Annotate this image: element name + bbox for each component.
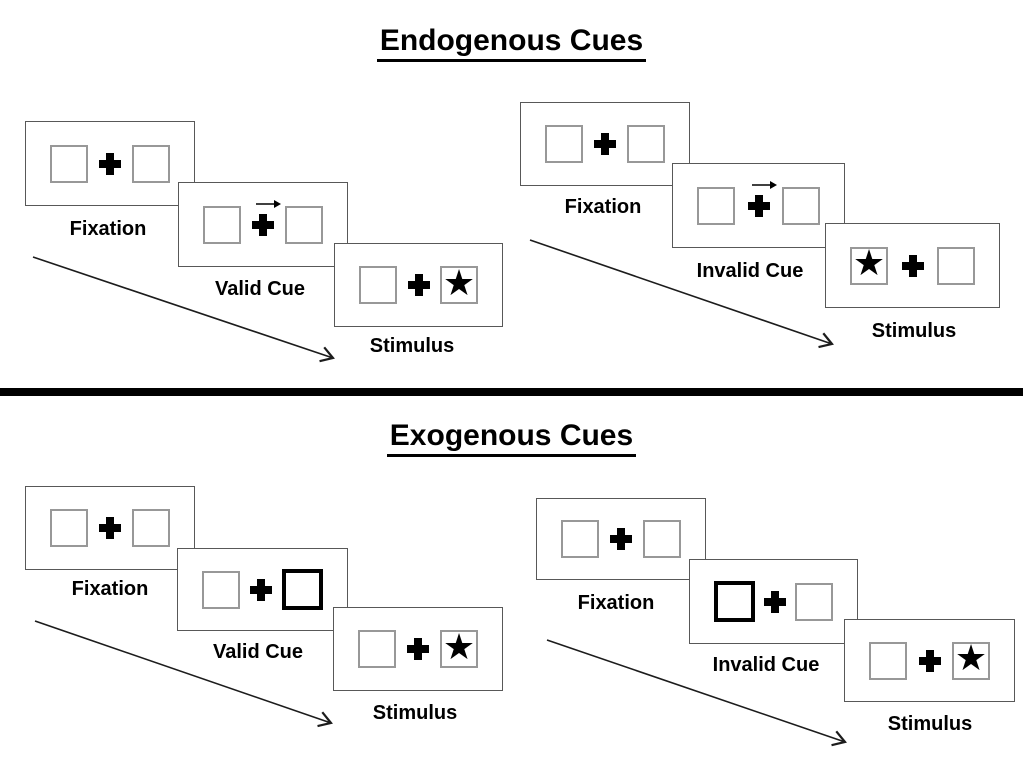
placeholder-box-right [132,509,170,547]
target-box-left: ★ [850,243,888,285]
placeholder-box-left [50,509,88,547]
exo-invalid-fixation-panel [536,498,706,580]
placeholder-box-right [643,520,681,558]
cue-highlight-box-left [714,581,755,622]
target-box-right: ★ [440,262,478,304]
fixation-cross-icon [99,517,121,539]
placeholder-box-right [782,186,820,225]
endo-invalid-fixation-panel [520,102,690,186]
endogenous-title-text: Endogenous Cues [376,24,647,62]
placeholder-box-left [359,266,397,304]
fixation-cross-icon [407,274,430,296]
panel-label: Stimulus [372,702,458,724]
placeholder-box-left [869,641,907,680]
panel-label: Valid Cue [212,641,304,663]
placeholder-box-right [132,144,170,183]
panel-label: Invalid Cue [712,654,820,676]
placeholder-box-left [358,630,396,668]
placeholder-box-right [795,582,833,621]
cue-highlight-box-right [282,569,323,610]
placeholder-box-right [627,125,665,163]
fixation-cross-icon [747,194,770,217]
sequence-arrow-icon [34,620,333,728]
panel-label: Fixation [577,592,655,614]
placeholder-box-left [203,205,241,244]
sequence-arrow-icon [529,239,834,349]
sequence-arrow-icon [32,256,335,363]
panel-label: Stimulus [871,320,957,342]
target-star-icon: ★ [442,626,476,668]
exo-valid-cue-panel [177,548,348,631]
panel-label: Valid Cue [214,278,306,300]
target-star-icon: ★ [954,638,988,679]
endo-invalid-stimulus-panel: ★ [825,223,1000,308]
fixation-cross-icon [764,590,786,613]
target-star-icon: ★ [852,243,886,284]
fixation-cross-icon [901,254,924,277]
fixation-cross-icon [250,578,272,601]
fixation-cross-icon [918,649,941,672]
panel-label: Invalid Cue [696,260,804,282]
endo-valid-fixation-panel [25,121,195,206]
exo-valid-fixation-panel [25,486,195,570]
exogenous-section-title: Exogenous Cues [0,419,1023,457]
target-box-right: ★ [952,638,990,680]
placeholder-box-left [697,186,735,225]
panel-label: Stimulus [887,713,973,735]
fixation-cross-icon [99,152,121,175]
panel-label: Fixation [71,578,149,600]
sequence-arrow-icon [546,639,847,747]
placeholder-box-right [937,246,975,285]
cue-arrow-right-icon [751,181,777,189]
placeholder-box-left [561,520,599,558]
endo-valid-stimulus-panel: ★ [334,243,503,327]
panel-label: Fixation [69,218,147,240]
exo-invalid-cue-panel [689,559,858,644]
panel-label: Fixation [564,196,642,218]
endo-valid-cue-panel [178,182,348,267]
exogenous-title-text: Exogenous Cues [386,419,637,457]
placeholder-box-left [50,144,88,183]
placeholder-box-left [545,125,583,163]
target-box-right: ★ [440,626,478,668]
exo-invalid-stimulus-panel: ★ [844,619,1015,702]
placeholder-box-right [285,205,323,244]
endogenous-section-title: Endogenous Cues [0,24,1023,62]
fixation-cross-icon [252,213,274,236]
placeholder-box-left [202,570,240,609]
panel-label: Stimulus [369,335,455,357]
fixation-cross-icon [407,638,429,660]
fixation-cross-icon [594,133,616,155]
fixation-cross-icon [610,528,632,550]
cue-arrow-right-icon [256,200,281,208]
endo-invalid-cue-panel [672,163,845,248]
exo-valid-stimulus-panel: ★ [333,607,503,691]
section-divider [0,388,1023,396]
target-star-icon: ★ [442,262,476,304]
